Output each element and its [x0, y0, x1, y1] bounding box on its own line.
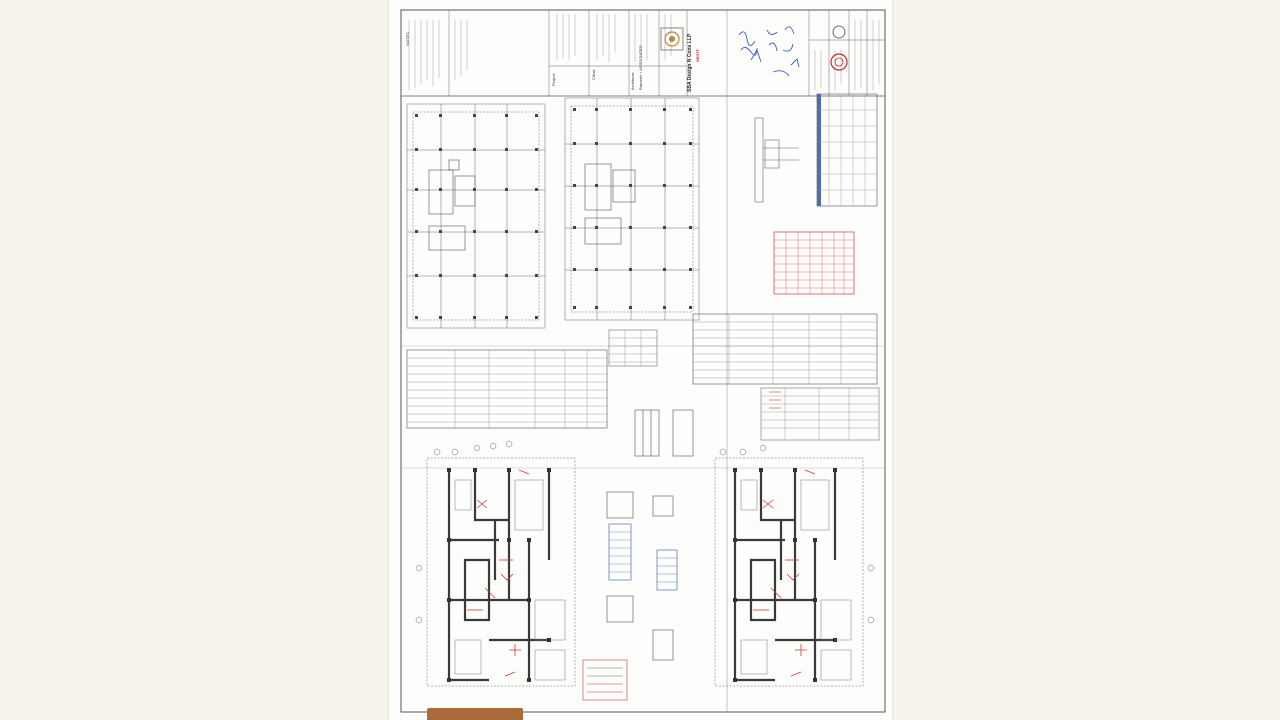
legend-red-table [582, 659, 628, 701]
foundation-plan-1-core [428, 159, 476, 251]
floor-plan-left [426, 457, 576, 687]
stamp-label: SENTT [695, 48, 700, 62]
drawing-sheet-graphics [400, 9, 886, 713]
column-schedule-left [406, 349, 608, 429]
grid-bubbles [415, 440, 875, 624]
title-block [448, 10, 885, 96]
schedule-table-upper-right [816, 93, 878, 207]
section-detail [754, 117, 799, 203]
floor-plan-right-redlines [753, 469, 816, 677]
stair-details [608, 523, 678, 591]
architects-label: Architects [630, 72, 635, 90]
foundation-plan-1 [406, 103, 546, 329]
bbs-table-right [760, 387, 880, 441]
small-sections [606, 409, 694, 661]
firm-name: SBA Design N Cons LLP [687, 33, 693, 92]
notes-heading: NOTES [405, 32, 410, 46]
architects-name: Ramesh + ASSOCIATES [638, 45, 643, 91]
client-label: Client [591, 69, 596, 80]
packing-tape [427, 708, 523, 720]
foundation-plan-2 [564, 97, 700, 321]
foundation-plan-2-columns [573, 108, 692, 309]
floor-plan-right-columns [733, 468, 837, 682]
title-block-text-lines [408, 14, 880, 90]
sheet-border [400, 9, 886, 713]
foundation-plan-1-columns [415, 114, 538, 319]
drawing-sheet: NOTES Project Client Architects Ramesh +… [389, 0, 892, 720]
seal-stamp-icon [830, 25, 848, 71]
foundation-plan-2-core [584, 163, 636, 245]
floor-plan-left-columns [447, 468, 551, 682]
floor-plan-right [714, 457, 864, 687]
floor-plan-left-redlines [467, 469, 530, 677]
small-table-mid [608, 329, 658, 367]
handwritten-signatures-icon [738, 26, 800, 77]
firm-logo-icon [660, 27, 684, 51]
project-label: Project [551, 73, 556, 86]
red-schedule-table [773, 231, 855, 295]
column-schedule-right [692, 313, 878, 385]
